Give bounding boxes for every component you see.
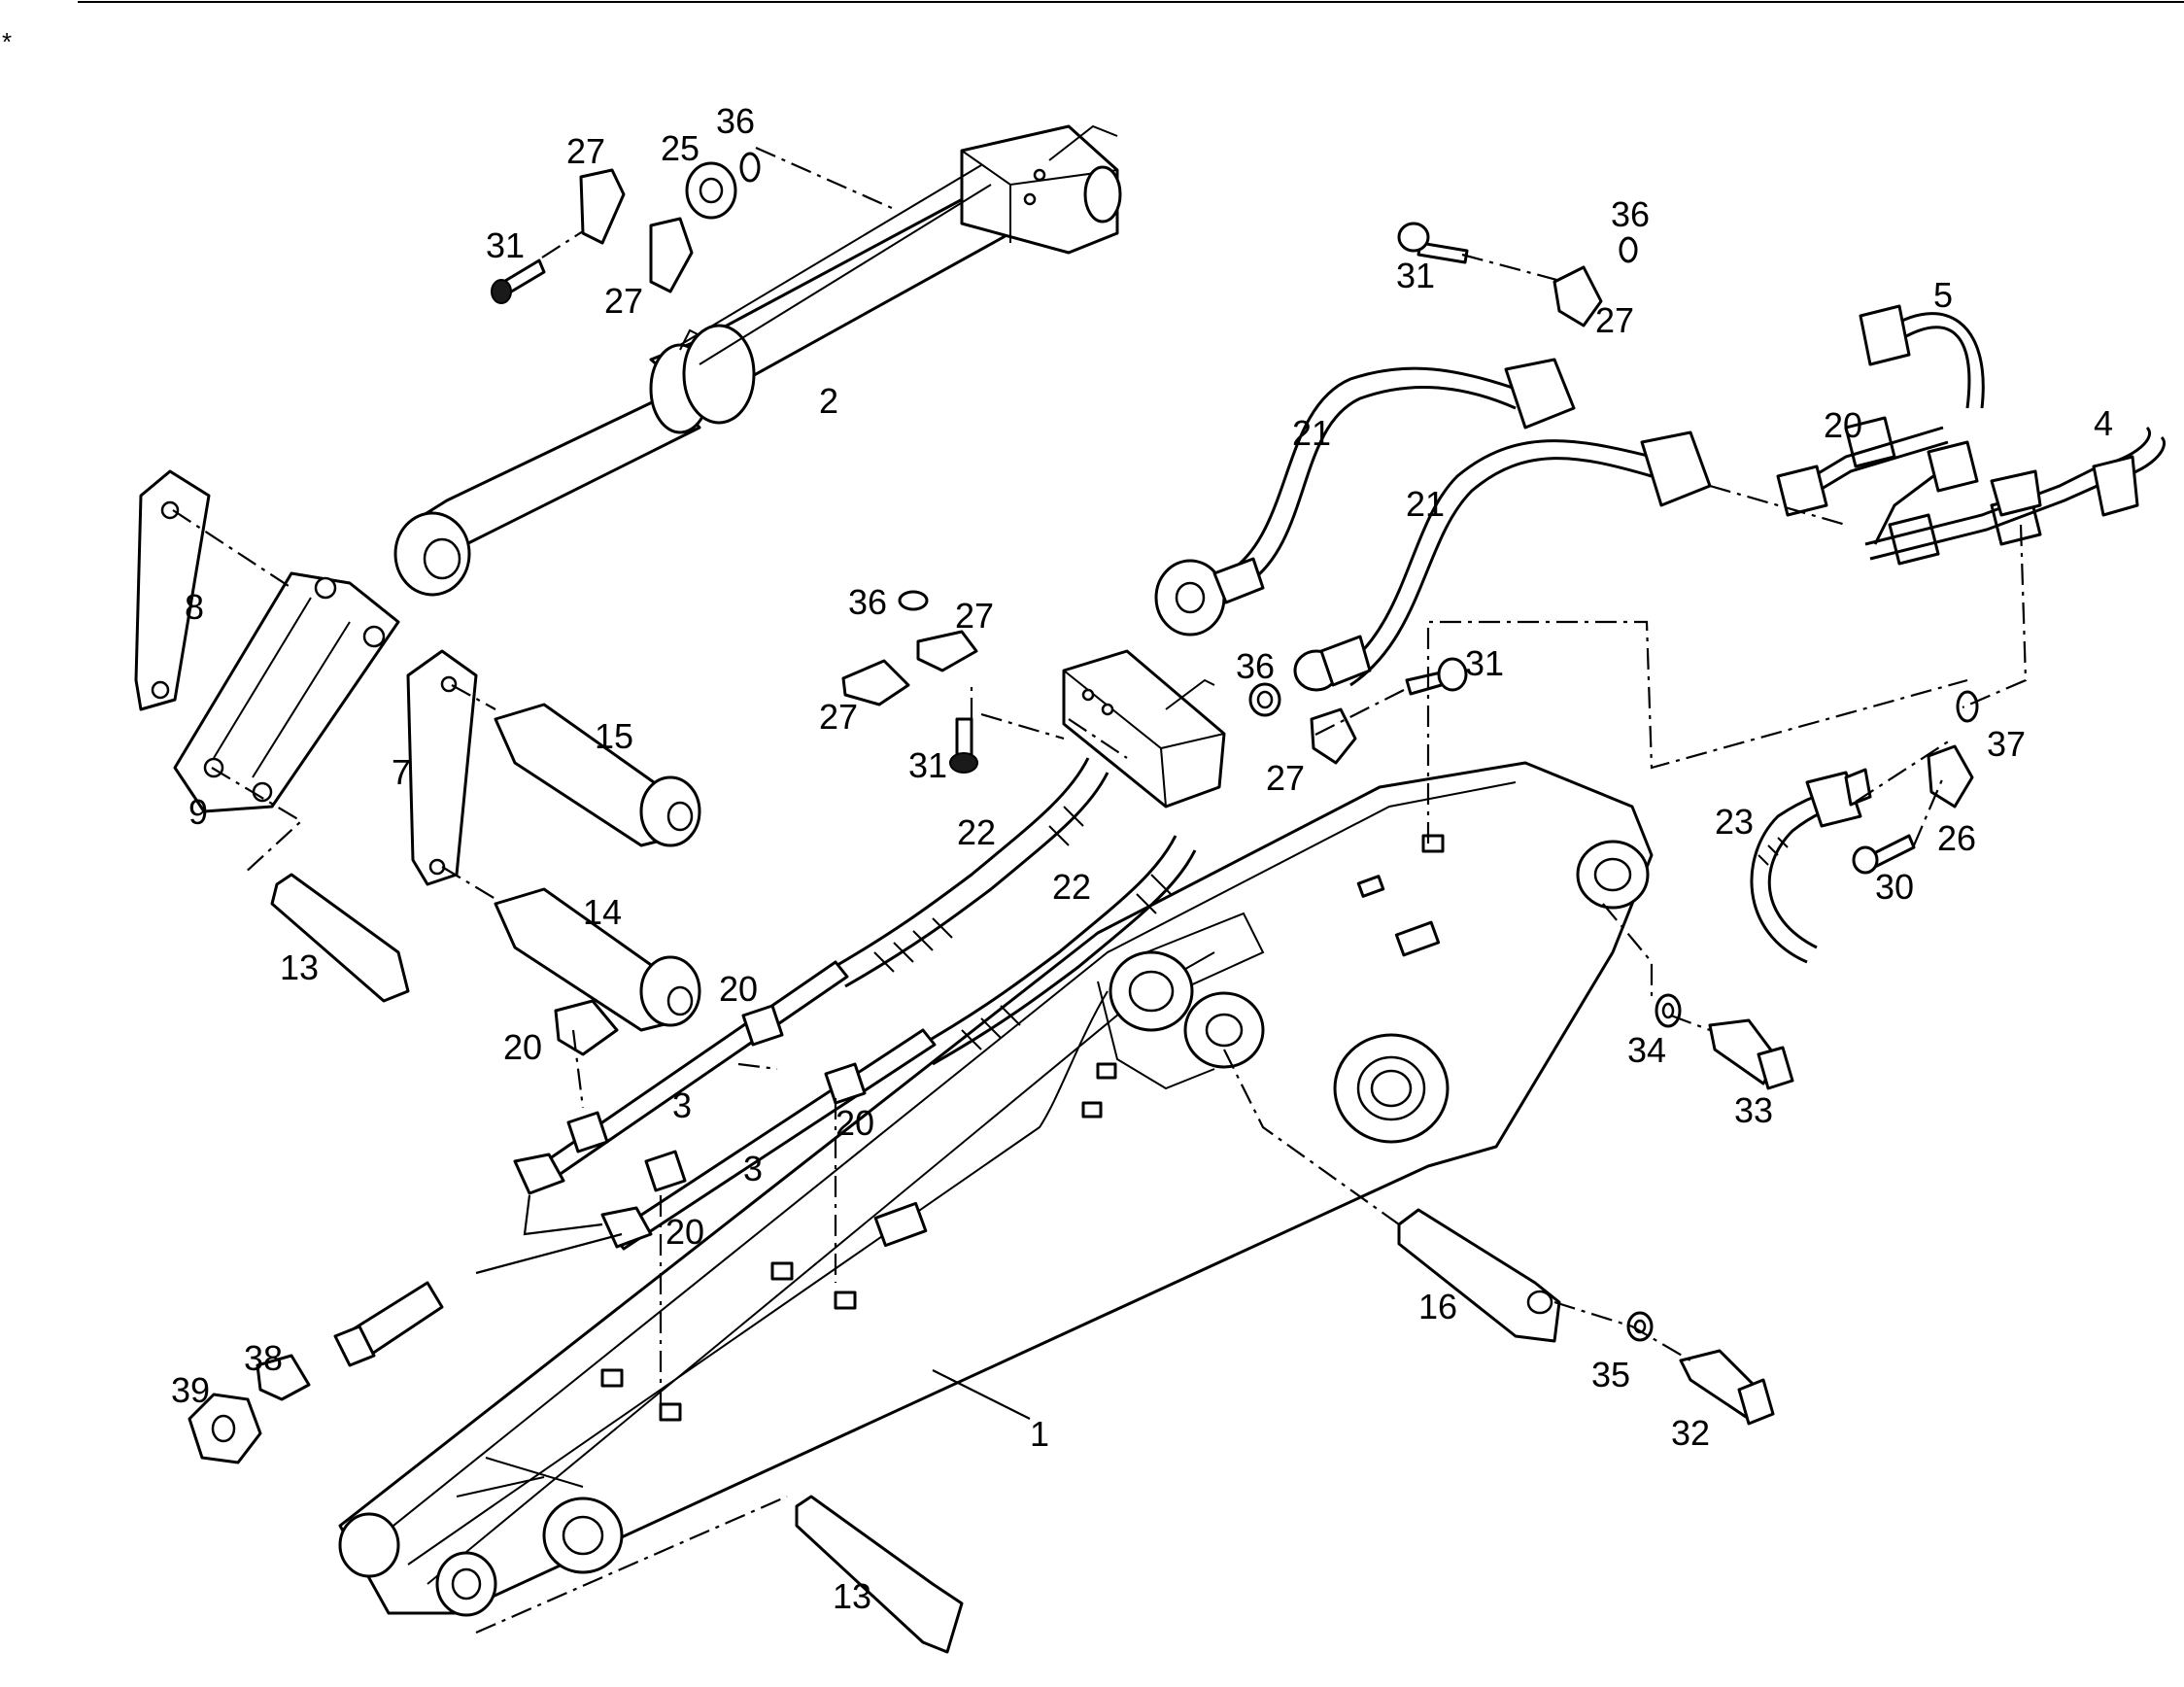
callout-13: 13 — [280, 947, 319, 987]
callout-20: 20 — [719, 969, 758, 1009]
callout-3: 3 — [672, 1085, 692, 1125]
half-clamp-part-27 — [579, 168, 1603, 765]
callout-30: 30 — [1875, 867, 1914, 907]
callout-27: 27 — [566, 131, 605, 171]
o-ring-part-36 — [739, 152, 1638, 717]
callout-22: 22 — [1052, 867, 1091, 907]
nut-part-39 — [188, 1393, 262, 1464]
callout-13: 13 — [833, 1576, 871, 1616]
callout-39: 39 — [171, 1370, 210, 1410]
callout-31: 31 — [486, 225, 525, 265]
bushing-part-25 — [685, 161, 737, 220]
screw-part-30 — [1852, 834, 1916, 875]
hose-part-22 — [825, 757, 1197, 1066]
callout-31: 31 — [1396, 256, 1435, 295]
callout-20: 20 — [665, 1212, 704, 1252]
callout-4: 4 — [2094, 403, 2113, 443]
callout-15: 15 — [595, 716, 633, 756]
washer-part-35 — [1626, 1311, 1654, 1342]
nipple-part-38 — [256, 1354, 311, 1401]
hose-part-23 — [1750, 768, 1872, 964]
callout-23: 23 — [1715, 802, 1754, 842]
callout-20: 20 — [503, 1027, 542, 1067]
callout-33: 33 — [1734, 1090, 1773, 1130]
hydraulic-cylinder-part-2 — [393, 124, 1122, 597]
callout-1: 1 — [1030, 1414, 1049, 1454]
callout-labels: 1 2 3 3 4 5 7 8 9 13 13 14 15 16 20 20 2… — [171, 101, 2113, 1616]
callout-34: 34 — [1627, 1030, 1666, 1070]
callout-21: 21 — [1292, 413, 1331, 453]
callout-25: 25 — [661, 128, 700, 168]
bolt-part-32 — [1679, 1349, 1775, 1426]
callout-27: 27 — [604, 281, 643, 321]
callout-32: 32 — [1671, 1413, 1710, 1453]
pin-part-13 — [270, 873, 964, 1654]
callout-27: 27 — [955, 596, 994, 636]
callout-35: 35 — [1591, 1355, 1630, 1394]
bolt-part-33 — [1708, 1018, 1794, 1090]
corner-mark: * — [2, 27, 12, 56]
callout-7: 7 — [392, 752, 411, 792]
callout-38: 38 — [244, 1338, 283, 1378]
hose-part-21 — [1154, 358, 1712, 692]
callout-22: 22 — [957, 812, 996, 852]
callout-36: 36 — [1236, 646, 1275, 686]
callout-21: 21 — [1406, 484, 1445, 524]
fitting-adapter — [333, 1281, 444, 1367]
callout-36: 36 — [716, 101, 755, 141]
callout-31: 31 — [908, 745, 947, 785]
o-ring-part-37 — [1956, 690, 1979, 723]
callout-8: 8 — [185, 587, 204, 627]
callout-36: 36 — [848, 582, 887, 622]
callout-20: 20 — [1824, 405, 1862, 445]
assembly-lines — [172, 146, 2028, 1635]
callout-26: 26 — [1937, 818, 1976, 858]
screws-part-31 — [491, 222, 1469, 774]
callout-31: 31 — [1465, 643, 1504, 683]
callout-27: 27 — [819, 697, 858, 737]
pipe-part-5 — [1776, 304, 1985, 545]
manifold-block — [1062, 649, 1226, 809]
pin-part-16 — [1397, 1208, 1561, 1343]
callout-27: 27 — [1266, 758, 1305, 798]
link-part-9 — [173, 571, 400, 813]
washer-part-34 — [1655, 993, 1682, 1028]
callout-37: 37 — [1987, 724, 2026, 764]
pin-part-15 — [494, 703, 701, 847]
callout-3: 3 — [743, 1149, 763, 1188]
callout-14: 14 — [583, 892, 622, 932]
pin-part-14 — [494, 887, 701, 1032]
callout-5: 5 — [1933, 275, 1953, 315]
pipe-part-4 — [1864, 426, 2166, 561]
callout-16: 16 — [1418, 1287, 1457, 1326]
link-part-7 — [406, 649, 478, 886]
boom-part-1 — [338, 761, 1654, 1617]
callout-9: 9 — [188, 792, 208, 832]
callout-27: 27 — [1595, 300, 1634, 340]
callout-20: 20 — [836, 1103, 874, 1143]
callout-36: 36 — [1611, 194, 1650, 234]
half-clamp-part-26 — [1927, 744, 1974, 809]
link-part-8 — [134, 469, 211, 711]
callout-2: 2 — [819, 381, 838, 421]
